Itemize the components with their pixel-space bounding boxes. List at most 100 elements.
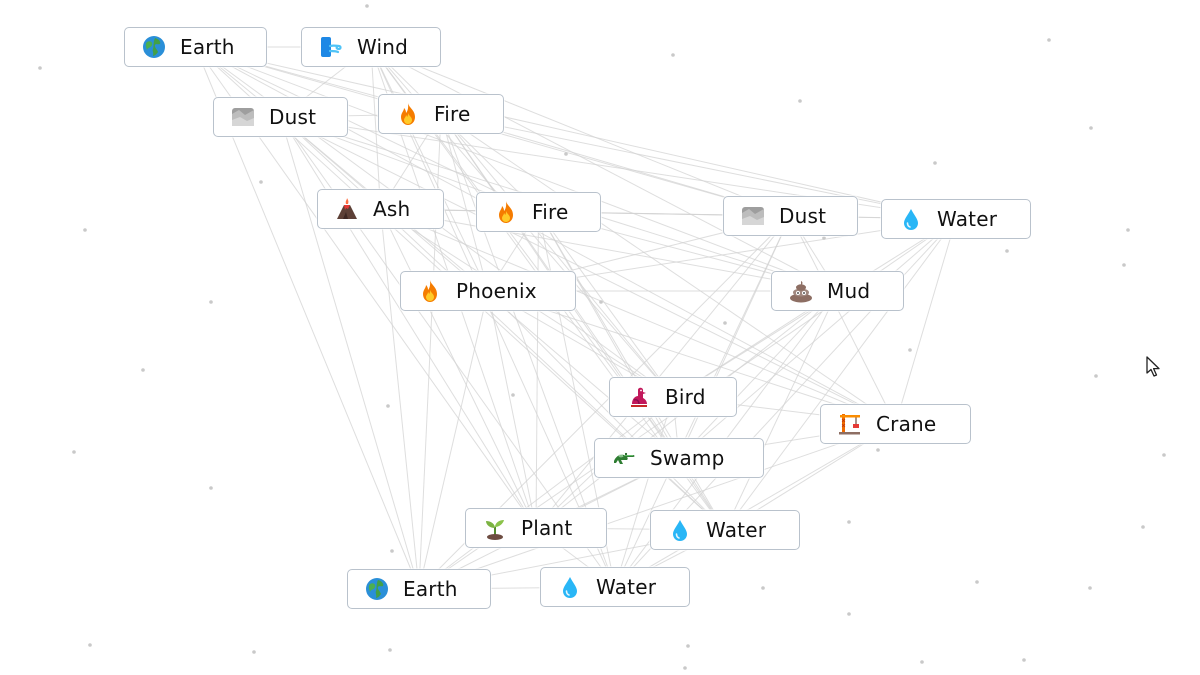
connection-line xyxy=(538,211,680,459)
element-water[interactable]: Water xyxy=(650,510,800,550)
element-fire[interactable]: Fire xyxy=(476,192,601,232)
element-dust[interactable]: Dust xyxy=(213,97,348,137)
element-ash[interactable]: Ash xyxy=(317,189,444,229)
background-dot xyxy=(1162,453,1166,457)
element-wind[interactable]: Wind xyxy=(301,27,441,67)
bird-icon xyxy=(626,384,652,410)
rock-icon xyxy=(740,203,766,229)
mouse-pointer-icon xyxy=(1145,355,1165,379)
connection-line xyxy=(895,218,957,425)
fire-icon xyxy=(417,278,443,304)
element-phoenix[interactable]: Phoenix xyxy=(400,271,576,311)
droplet-icon xyxy=(667,517,693,543)
background-dot xyxy=(908,348,912,352)
element-water[interactable]: Water xyxy=(881,199,1031,239)
element-label: Fire xyxy=(532,200,569,224)
globe-icon xyxy=(141,34,167,60)
connection-line xyxy=(418,396,674,590)
background-dot xyxy=(38,66,42,70)
connection-line xyxy=(678,218,957,459)
element-label: Dust xyxy=(779,204,827,228)
wind-face-icon xyxy=(318,34,344,60)
element-label: Earth xyxy=(180,35,235,59)
element-label: Water xyxy=(937,207,998,231)
fire-icon xyxy=(493,199,519,225)
crocodile-icon xyxy=(611,445,637,471)
background-dot xyxy=(876,448,880,452)
element-label: Phoenix xyxy=(456,279,537,303)
background-dot xyxy=(386,404,390,408)
element-label: Dust xyxy=(269,105,317,129)
connection-line xyxy=(614,396,674,588)
element-water[interactable]: Water xyxy=(540,567,690,607)
connection-line xyxy=(370,46,791,217)
element-label: Water xyxy=(596,575,657,599)
connection-line xyxy=(280,116,537,529)
connection-line xyxy=(280,116,896,425)
background-dot xyxy=(72,450,76,454)
background-dot xyxy=(671,53,675,57)
element-earth[interactable]: Earth xyxy=(347,569,491,609)
fire-icon xyxy=(395,101,421,127)
background-dot xyxy=(88,643,92,647)
connection-line xyxy=(538,211,674,398)
background-dot xyxy=(847,520,851,524)
droplet-icon xyxy=(898,206,924,232)
connection-line xyxy=(195,46,838,292)
connection-line xyxy=(195,46,420,590)
connection-line xyxy=(380,208,537,529)
background-dot xyxy=(975,580,979,584)
connection-line xyxy=(487,290,896,425)
connection-line xyxy=(440,113,489,292)
connection-line xyxy=(280,116,420,590)
background-dot xyxy=(365,4,369,8)
connection-line xyxy=(370,46,838,292)
connection-line xyxy=(195,46,957,220)
element-mud[interactable]: Mud xyxy=(771,271,904,311)
background-dot xyxy=(1126,228,1130,232)
element-label: Water xyxy=(706,518,767,542)
construction-crane-icon xyxy=(837,411,863,437)
background-dot xyxy=(686,644,690,648)
background-dot xyxy=(933,161,937,165)
connection-line xyxy=(418,290,489,590)
background-dot xyxy=(252,650,256,654)
connection-line xyxy=(370,46,489,292)
connection-line xyxy=(380,208,896,425)
element-label: Wind xyxy=(357,35,409,59)
element-earth[interactable]: Earth xyxy=(124,27,267,67)
background-dot xyxy=(1089,126,1093,130)
element-bird[interactable]: Bird xyxy=(609,377,737,417)
background-dot xyxy=(259,180,263,184)
volcano-icon xyxy=(334,196,360,222)
background-dot xyxy=(1141,525,1145,529)
background-dot xyxy=(761,586,765,590)
connection-line xyxy=(418,423,896,590)
seedling-icon xyxy=(482,515,508,541)
element-label: Earth xyxy=(403,577,458,601)
element-crane[interactable]: Crane xyxy=(820,404,971,444)
pile-of-poo-icon xyxy=(788,278,814,304)
connection-line xyxy=(724,218,957,531)
element-label: Ash xyxy=(373,197,411,221)
background-dot xyxy=(388,648,392,652)
element-swamp[interactable]: Swamp xyxy=(594,438,764,478)
element-dust[interactable]: Dust xyxy=(723,196,858,236)
connection-line xyxy=(487,290,726,531)
background-dot xyxy=(822,236,826,240)
element-fire[interactable]: Fire xyxy=(378,94,504,134)
connection-line xyxy=(678,290,838,459)
background-dot xyxy=(723,321,727,325)
connection-line xyxy=(487,290,537,529)
background-dot xyxy=(209,300,213,304)
background-dot xyxy=(1047,38,1051,42)
connection-line xyxy=(370,46,381,210)
connection-line xyxy=(440,113,896,425)
element-label: Swamp xyxy=(650,446,725,470)
element-label: Crane xyxy=(876,412,937,436)
connection-line xyxy=(440,113,957,220)
background-dot xyxy=(599,300,603,304)
connection-line xyxy=(380,208,420,590)
element-plant[interactable]: Plant xyxy=(465,508,607,548)
